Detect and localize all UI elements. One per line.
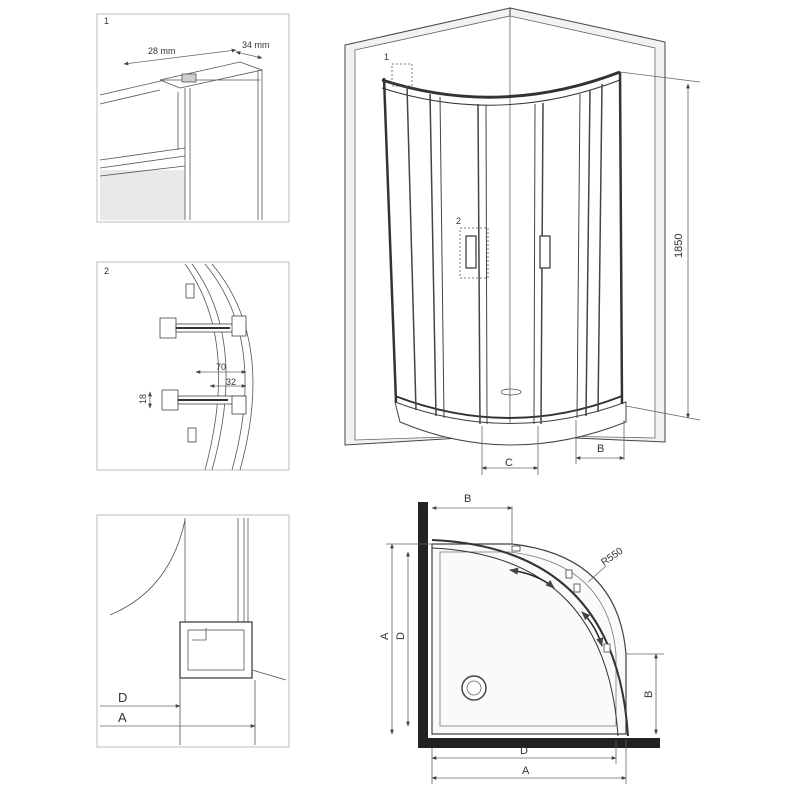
top-rail (381, 70, 621, 99)
plan-view: B R550 A D B D A (379, 493, 664, 784)
plan-door-track (431, 539, 629, 737)
detail-1-panel: 1 28 mm 34 mm (96, 13, 290, 223)
door-handle-left (465, 235, 477, 269)
label-a: A (118, 710, 127, 725)
plan-dim-a-left: A (379, 632, 391, 640)
right-post (618, 71, 624, 405)
tray-arc (109, 519, 186, 616)
door-swing-arrow-1 (509, 567, 555, 589)
glass-panel (100, 170, 185, 220)
plan-dim-a-bottom: A (522, 765, 530, 777)
left-post (382, 77, 398, 403)
plan-dim-b-top: B (464, 493, 471, 505)
dim-70: 70 (216, 362, 226, 372)
detail-2-number: 2 (104, 266, 109, 276)
bottom-rail (394, 395, 623, 419)
dim-32: 32 (226, 377, 236, 387)
detail-2-frame (96, 261, 290, 471)
plan-dim-d-bottom: D (520, 745, 528, 757)
handle-lower (161, 389, 247, 415)
shower-tray (394, 401, 627, 446)
plan-dim-d-left: D (395, 632, 407, 640)
dim-28mm-line (123, 48, 237, 66)
plan-wall-bottom (418, 738, 660, 748)
dim-b: B (597, 443, 604, 455)
plan-tray (431, 543, 627, 735)
dim-28mm: 28 mm (148, 46, 176, 56)
plan-radius: R550 (599, 545, 625, 568)
dim-34mm: 34 mm (242, 40, 270, 50)
detail-3-panel: D A (96, 514, 290, 748)
curved-glass-inner (184, 263, 219, 471)
callout-1: 1 (384, 52, 389, 62)
main-perspective-view: 1 2 1850 C B (344, 7, 701, 475)
door-swing-arrow-2 (581, 611, 604, 647)
callout-2: 2 (456, 216, 461, 226)
detail-1-number: 1 (104, 16, 109, 26)
height-1850: 1850 (673, 234, 685, 258)
top-rail-edge (99, 79, 260, 96)
detail-1-frame (96, 13, 290, 223)
door-handle-right (539, 235, 551, 269)
detail-2-panel: 2 70 32 18 (96, 261, 290, 471)
plan-dim-b-right: B (643, 691, 655, 698)
dim-34mm-line (235, 51, 263, 59)
label-d: D (118, 690, 127, 705)
profile-top (159, 61, 264, 89)
corner-profile (179, 621, 253, 679)
dim-18: 18 (138, 394, 148, 404)
detail-3-frame (96, 514, 290, 748)
dim-c: C (505, 457, 513, 469)
callout-1-box (391, 63, 413, 87)
handle-upper (159, 315, 247, 339)
callout-2-box (459, 227, 489, 279)
plan-wall-left (418, 502, 428, 748)
